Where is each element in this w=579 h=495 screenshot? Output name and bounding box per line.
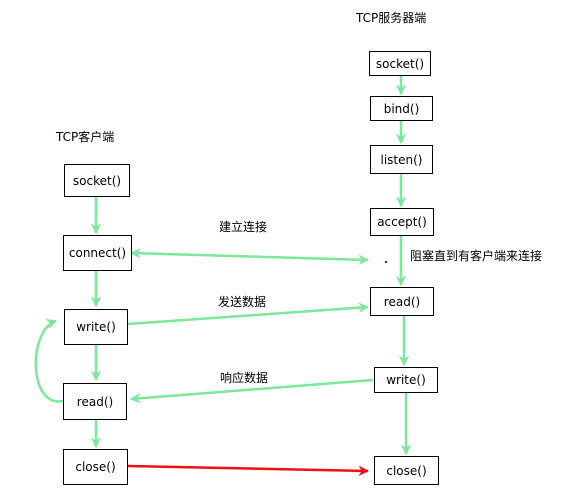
block-note-label: 阻塞直到有客户端来连接	[410, 249, 543, 263]
edge-respond-data	[129, 378, 374, 404]
stray-dot	[385, 261, 387, 263]
client-write-node: write()	[64, 309, 128, 345]
respond-edge-label: 响应数据	[220, 371, 269, 385]
server-bind-node: bind()	[370, 96, 433, 121]
client-title: TCP客户端	[56, 130, 115, 144]
edge-send-data	[127, 302, 370, 326]
connect-edge-label: 建立连接	[219, 220, 268, 234]
server-write-node: write()	[374, 367, 438, 393]
server-title: TCP服务器端	[356, 11, 427, 25]
send-edge-label: 发送数据	[218, 295, 267, 309]
client-close-node: close()	[63, 449, 128, 485]
client-read-node: read()	[63, 383, 127, 420]
client-socket-node: socket()	[64, 164, 130, 197]
edge-connect-handshake	[129, 248, 370, 265]
edge-close-connection	[127, 464, 370, 477]
edge-client-read-loop-write	[34, 318, 64, 403]
server-socket-node: socket()	[369, 51, 431, 76]
server-read-node: read()	[370, 287, 434, 316]
server-accept-node: accept()	[370, 208, 434, 236]
client-connect-node: connect()	[63, 235, 132, 271]
server-close-node: close()	[374, 456, 439, 485]
server-listen-node: listen()	[370, 145, 433, 174]
